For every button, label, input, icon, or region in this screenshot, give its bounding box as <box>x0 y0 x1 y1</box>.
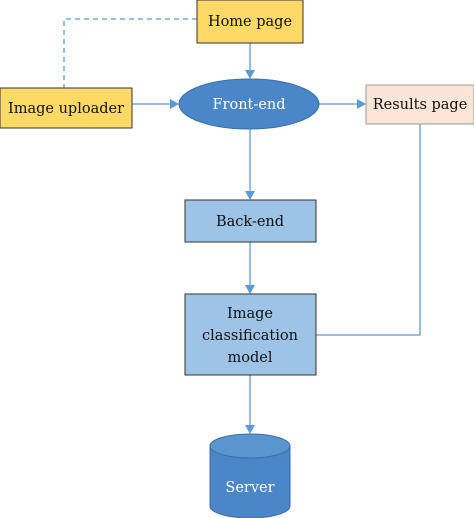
server-label: Server <box>225 480 274 496</box>
node-home-page: Home page <box>196 0 304 44</box>
model-label-line2: classification <box>202 328 298 344</box>
back-end-box <box>184 199 317 243</box>
home-page-box <box>196 0 304 44</box>
model-label-line1: Image <box>227 306 273 322</box>
model-label-line3: model <box>228 350 273 366</box>
front-end-ellipse <box>178 78 320 130</box>
arrowhead-model-to-server <box>245 425 255 434</box>
results-page-box <box>365 84 474 125</box>
model-box <box>184 293 317 376</box>
arrowhead-uploader-to-frontend <box>170 99 179 109</box>
node-back-end: Back-end <box>184 199 317 243</box>
back-end-label: Back-end <box>216 214 284 230</box>
edge-results-to-model <box>316 124 421 336</box>
server-cylinder-top <box>209 433 291 459</box>
arrowhead-backend-to-model <box>245 285 255 294</box>
arrowhead-frontend-to-backend <box>245 191 255 200</box>
arrowhead-home-to-frontend <box>245 70 255 79</box>
arrowhead-frontend-to-results <box>357 99 366 109</box>
node-server: Server <box>209 433 291 518</box>
home-page-label: Home page <box>208 14 292 30</box>
image-uploader-label: Image uploader <box>8 101 124 117</box>
front-end-label: Front-end <box>213 97 286 113</box>
results-page-label: Results page <box>373 97 468 113</box>
edge-home-to-uploader <box>63 18 197 88</box>
image-uploader-box <box>0 87 133 129</box>
node-front-end: Front-end <box>178 78 320 130</box>
node-results-page: Results page <box>365 84 474 125</box>
node-image-uploader: Image uploader <box>0 87 133 129</box>
server-cylinder-body <box>209 446 291 518</box>
node-image-classification-model: Image classification model <box>184 293 317 376</box>
